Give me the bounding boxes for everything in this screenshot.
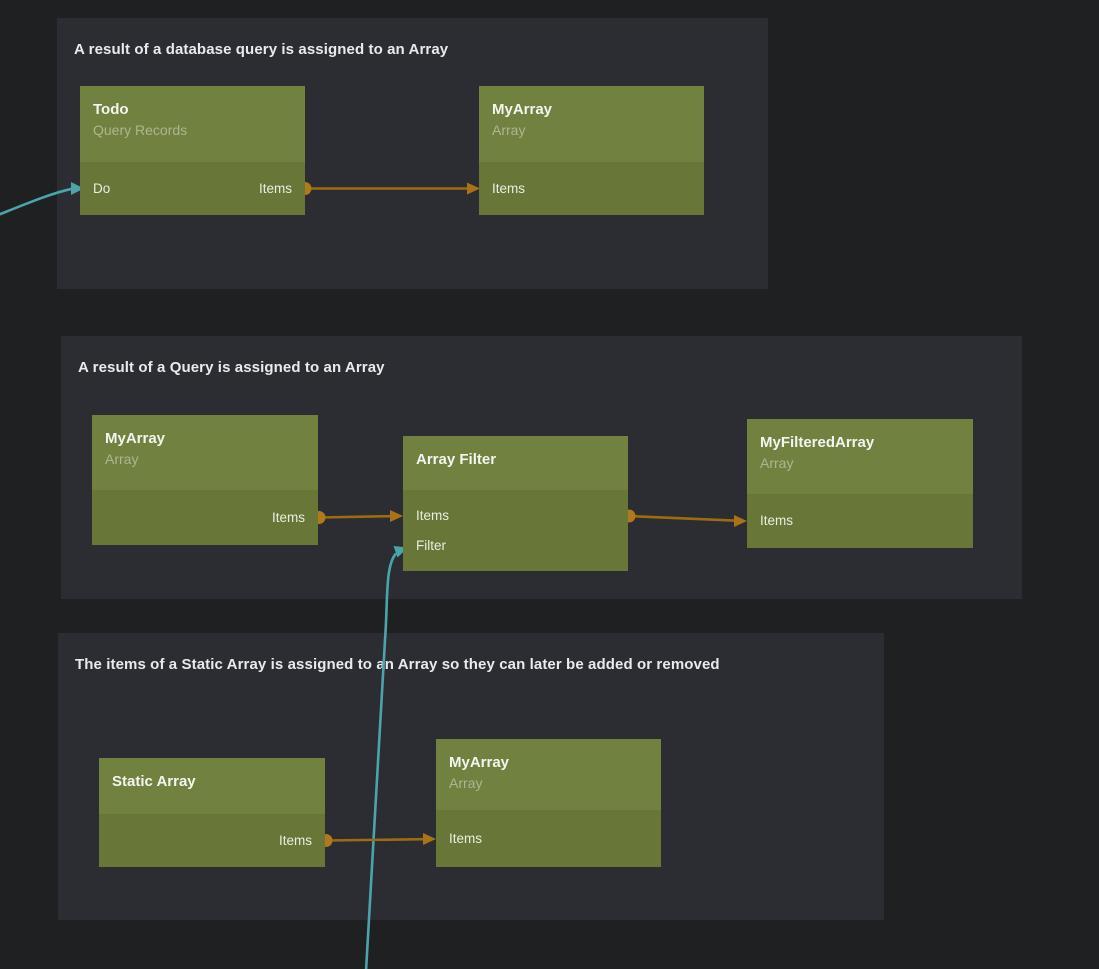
port-row: Items [403, 501, 628, 531]
node-body: Items [479, 162, 704, 215]
port-row: Filter [403, 531, 628, 561]
wire-conn-myarray-items-to-arrayfilter-items[interactable] [318, 514, 391, 519]
node-subtitle: Array [105, 451, 139, 467]
node-body: Do Items [80, 162, 305, 215]
input-port-filter[interactable]: Filter [416, 537, 446, 553]
node-title: Todo [93, 101, 129, 118]
node-title: Array Filter [416, 451, 497, 468]
node-body: Items [99, 814, 325, 867]
node-title: MyArray [449, 754, 510, 771]
output-port-items[interactable]: Items [271, 509, 305, 525]
node-subtitle: Array [449, 775, 483, 791]
group-title: The items of a Static Array is assigned … [75, 656, 720, 673]
node-header: Array Filter [403, 436, 628, 490]
port-row: Items [99, 826, 325, 856]
port-row: Items [747, 506, 973, 536]
node-title: Static Array [112, 773, 196, 790]
wire-conn-staticarray-items-to-myarray-items[interactable] [325, 837, 424, 842]
node-subtitle: Array [760, 455, 794, 471]
node-title: MyArray [492, 101, 553, 118]
input-port-items[interactable]: Items [760, 513, 794, 528]
node-body: Items [92, 490, 318, 545]
node-subtitle: Array [492, 122, 526, 138]
wire-signal-into-arrayfilter-filter[interactable] [364, 552, 398, 969]
input-port-items[interactable]: Items [492, 180, 526, 196]
input-port-do[interactable]: Do [93, 180, 111, 196]
port-row: Do Items [80, 174, 305, 204]
port-row: Items [479, 174, 704, 204]
input-port-items[interactable]: Items [449, 830, 483, 846]
group-title: A result of a database query is assigned… [74, 41, 449, 58]
port-row: Items [92, 503, 318, 533]
node-title: MyArray [105, 430, 166, 447]
node-subtitle: Query Records [93, 122, 188, 138]
node-body: Items [747, 494, 973, 548]
node-header: Static Array [99, 758, 325, 814]
node-body: Items [436, 810, 661, 867]
wire-signal-into-todo-do[interactable] [0, 187, 73, 216]
output-port-items[interactable]: Items [278, 832, 312, 848]
wire-conn-arrayfilter-out-to-myfilteredarray-items[interactable] [628, 514, 735, 522]
group-title: A result of a Query is assigned to an Ar… [78, 359, 385, 376]
port-row: Items [436, 824, 661, 854]
output-port-items[interactable]: Items [258, 180, 292, 196]
input-port-items[interactable]: Items [416, 507, 450, 523]
node-title: MyFilteredArray [760, 434, 875, 451]
